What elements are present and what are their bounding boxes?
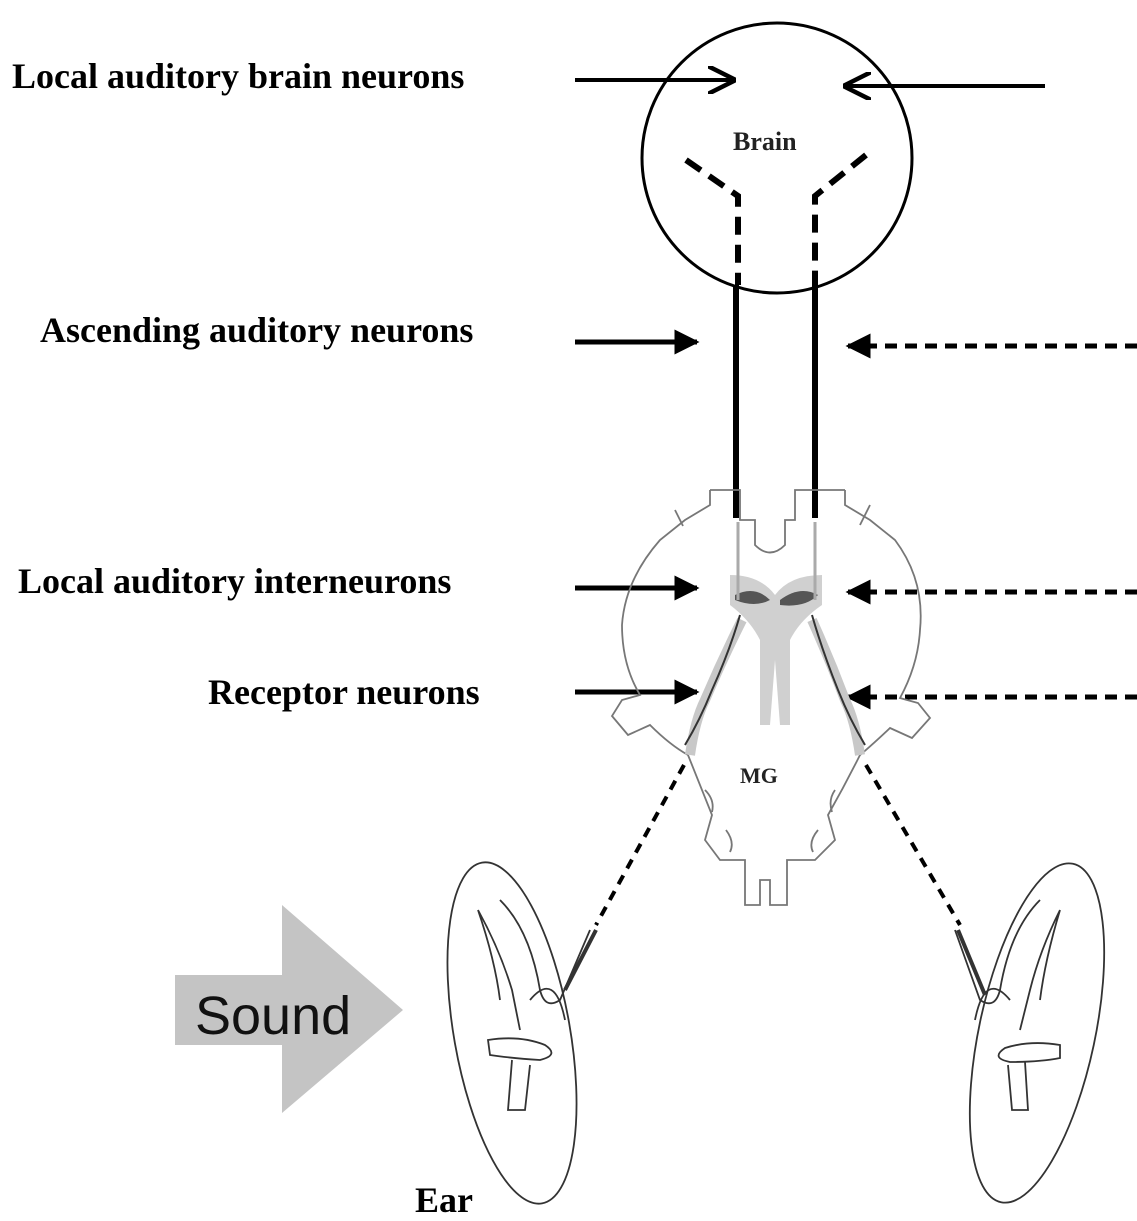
label-local-auditory-brain-neurons: Local auditory brain neurons [12, 56, 464, 96]
sound-label: Sound [195, 986, 351, 1046]
ear-label: Ear [415, 1180, 473, 1220]
brain-label: Brain [733, 127, 797, 156]
brain-dashed-pathways [686, 155, 866, 285]
right-ear [944, 852, 1129, 1215]
mg-label: MG [740, 763, 778, 788]
label-local-auditory-interneurons: Local auditory interneurons [18, 561, 451, 601]
label-ascending-auditory-neurons: Ascending auditory neurons [40, 310, 473, 350]
brain-circle [642, 23, 912, 293]
label-receptor-neurons: Receptor neurons [208, 672, 480, 712]
ascending-neuron-fibers [736, 285, 815, 518]
left-ear [425, 853, 599, 1214]
auditory-nerves-dashed [596, 765, 960, 925]
